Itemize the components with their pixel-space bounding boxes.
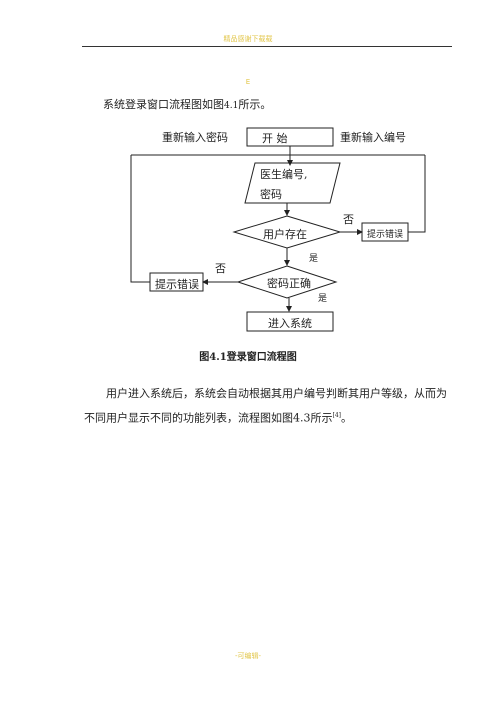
body-tail: 所示 [310, 411, 333, 425]
label-yes-1: 是 [309, 254, 319, 264]
label-yes-2: 是 [318, 294, 328, 304]
input-parallelogram [244, 162, 341, 204]
figure-caption: 图4.1登录窗口流程图 [199, 352, 297, 363]
label-reenter-password: 重新输入密码 [162, 131, 228, 144]
body-figure-ref: 4.3 [293, 411, 311, 425]
small-mark: E [245, 78, 251, 86]
body-paragraph: 用户进入系统后，系统会自动根据其用户编号判断其用户等级，从而为不同用户显示不同的… [84, 383, 450, 430]
label-start: 开 始 [262, 132, 288, 145]
label-input-line1: 医生编号, [260, 168, 308, 181]
label-error-left: 提示错误 [155, 278, 199, 291]
header-rule [82, 46, 452, 47]
body-end: 。 [341, 411, 352, 425]
label-error-right: 提示错误 [367, 230, 404, 240]
body-citation: [4] [332, 412, 342, 419]
page-footer: -可编辑- [234, 652, 262, 660]
label-user-exists: 用户存在 [263, 228, 307, 241]
label-reenter-id: 重新输入编号 [340, 131, 406, 144]
loop-right-line [408, 155, 426, 233]
intro-tail: 所示。 [238, 98, 272, 111]
label-input-line2: 密码 [260, 188, 282, 201]
label-enter-system: 进入系统 [268, 317, 312, 330]
page-header-watermark: 精品感谢下载载 [223, 35, 273, 43]
intro-figure-ref: 4.1 [224, 101, 239, 111]
password-correct-diamond [236, 265, 338, 299]
label-no-2: 否 [215, 262, 226, 275]
label-password-correct: 密码正确 [267, 277, 311, 290]
intro-text: 系统登录窗口流程图如图 [103, 98, 224, 111]
start-box [246, 127, 334, 147]
intro-paragraph: 系统登录窗口流程图如图4.1所示。 [103, 96, 271, 112]
body-text: 用户进入系统后，系统会自动根据其用户编号判断其用户等级，从而为不同用户显示不同的… [84, 387, 447, 425]
label-no-1: 否 [343, 213, 354, 226]
loop-left-line [130, 155, 150, 283]
enter-system-box [246, 311, 334, 332]
